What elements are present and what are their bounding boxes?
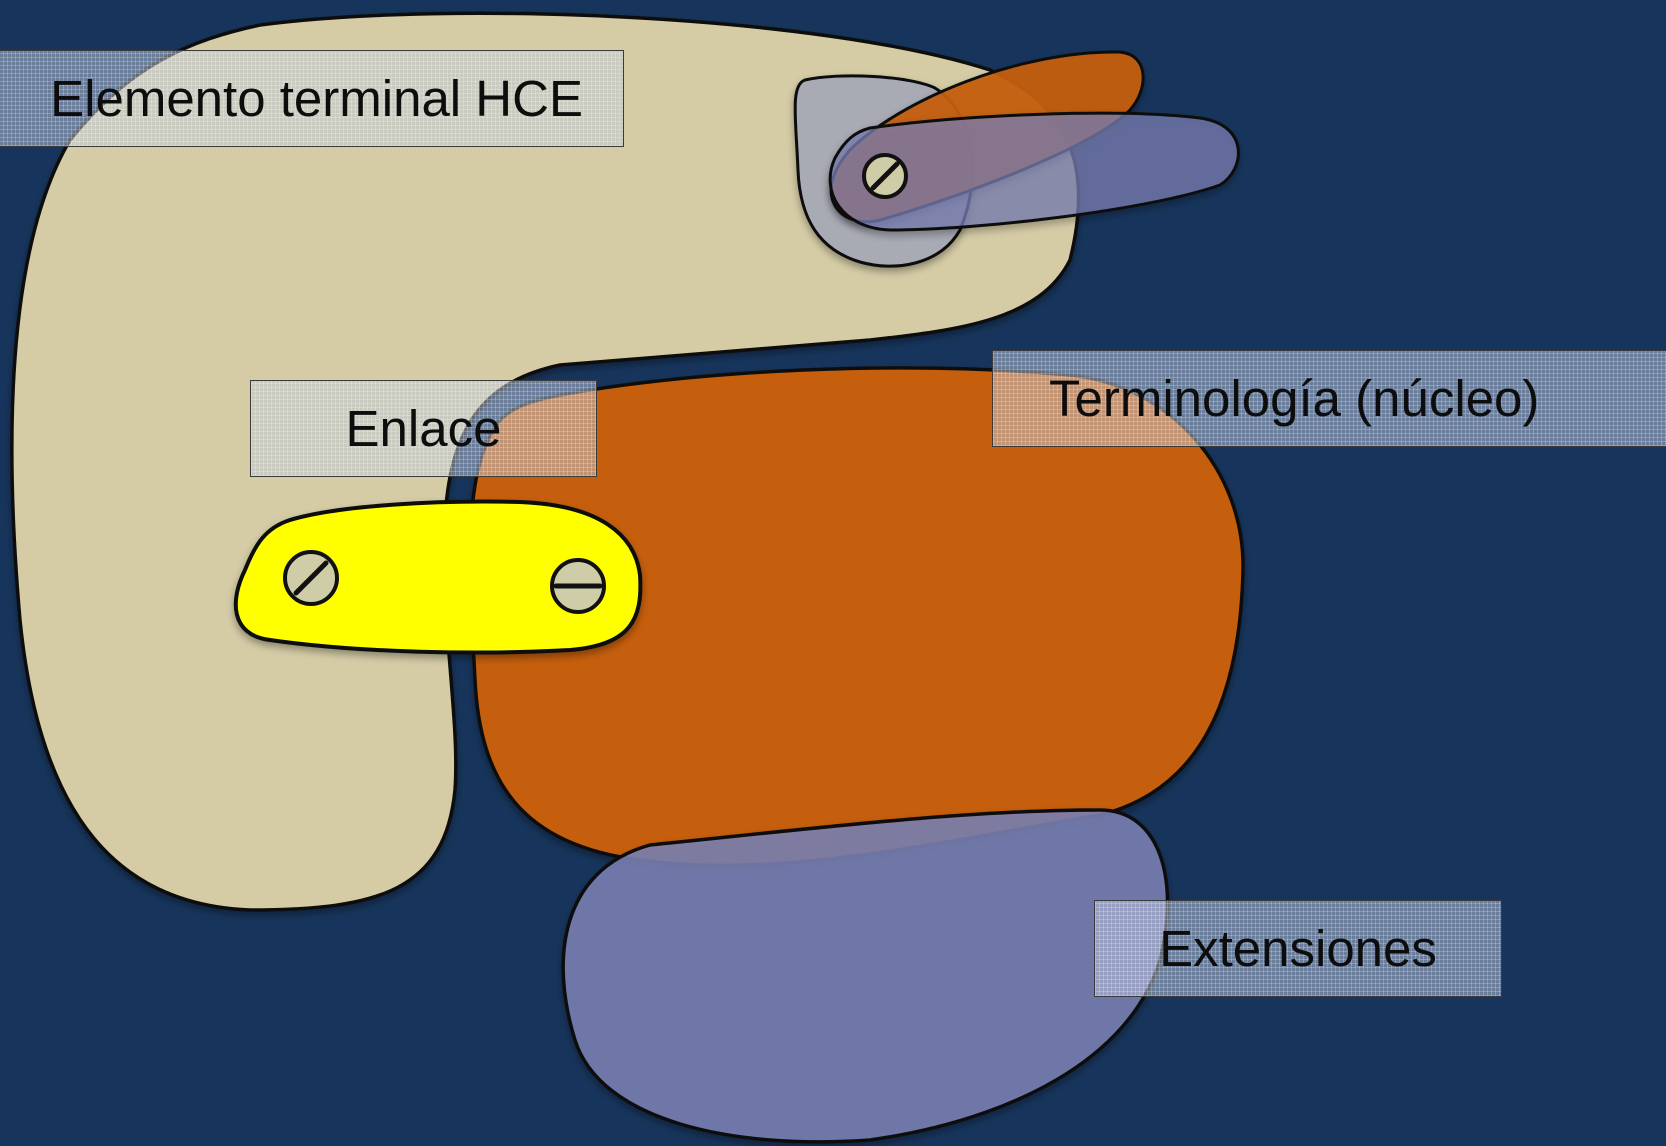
- label-terminologia: Terminología (núcleo): [992, 350, 1666, 447]
- label-enlace: Enlace: [250, 380, 597, 477]
- screw-icon: [864, 155, 906, 197]
- label-hce-element: Elemento terminal HCE: [0, 50, 624, 147]
- screw-icon: [285, 552, 337, 604]
- screw-icon: [552, 560, 604, 612]
- label-extensiones: Extensiones: [1094, 900, 1502, 997]
- extensions-shape: [563, 810, 1167, 1142]
